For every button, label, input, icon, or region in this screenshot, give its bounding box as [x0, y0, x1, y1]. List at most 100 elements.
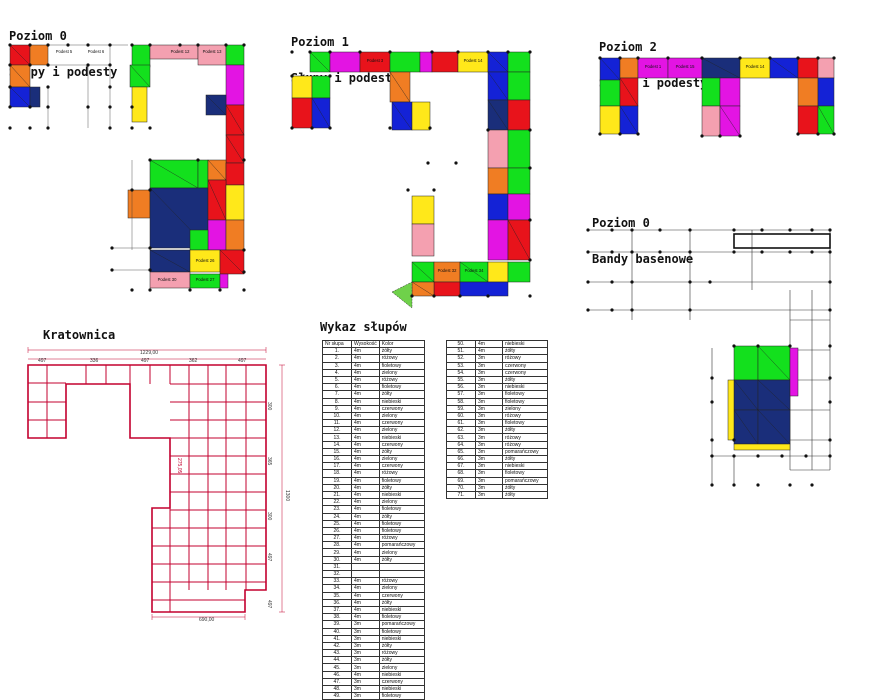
pillar-table-cell: 53.	[446, 361, 476, 370]
platform-tile	[29, 86, 41, 108]
pillar-point	[586, 308, 590, 312]
pillar-table-cell: 4m	[351, 526, 380, 536]
pillar-point	[110, 246, 114, 250]
platform-diagonal	[411, 281, 435, 297]
platform-tile	[507, 99, 531, 131]
pillar-table-cell: żółty	[378, 390, 425, 399]
pillar-point	[8, 105, 12, 109]
pillar-table-cell: 4m	[351, 375, 380, 385]
pillar-table-cell: 3m	[475, 375, 503, 385]
truss-right-dim-4: 497	[266, 553, 272, 562]
platform-diagonal	[487, 51, 509, 73]
platform-tile	[291, 75, 313, 99]
truss-top-dim-2: 336	[90, 358, 99, 364]
pillar-table-cell: 3m	[351, 656, 380, 665]
platform-tile	[817, 57, 835, 79]
platform-tile	[29, 44, 49, 66]
platform-tile	[619, 57, 639, 79]
pillar-point	[816, 132, 820, 136]
pillar-point	[406, 188, 410, 192]
platform-diagonal	[9, 64, 31, 88]
pillar-point	[688, 228, 692, 232]
platform-tile	[599, 105, 621, 135]
pillar-point	[618, 56, 622, 60]
platform-tile	[197, 159, 209, 189]
pillar-table-cell: zielony	[378, 454, 425, 464]
pillar-table-cell: fioletowy	[378, 526, 425, 536]
pillar-point	[28, 126, 32, 130]
platform-tile	[507, 193, 531, 221]
platform-label: Podest 13	[203, 49, 223, 54]
platform-tile	[389, 51, 421, 73]
pillar-point	[788, 344, 792, 348]
platform-tile	[311, 75, 331, 99]
pillar-point	[432, 188, 436, 192]
pillar-table-cell: 4m	[351, 577, 380, 586]
pillar-table-cell: 13.	[322, 433, 352, 442]
pillar-table-cell: 4m	[351, 483, 380, 492]
pillar-point	[328, 50, 332, 54]
pillar-table-cell: 3m	[351, 684, 380, 694]
platform-tile	[197, 44, 227, 66]
truss-total-width-label: 1229,00	[140, 350, 158, 356]
pillar-table-cell: 44.	[322, 656, 352, 665]
pillar-table-cell: 3m	[475, 454, 503, 464]
platform-diagonal	[309, 51, 331, 73]
truss-title: Kratownica	[43, 328, 116, 342]
pillar-table-cell: zielony	[378, 426, 425, 435]
pillar-point	[242, 270, 246, 274]
platform-tile	[797, 57, 819, 79]
platform-diagonal	[389, 71, 411, 103]
pillar-point	[218, 288, 222, 292]
truss-grid	[28, 365, 266, 612]
pillar-point	[810, 228, 814, 232]
pillar-table-cell: różowy	[378, 469, 425, 478]
pillar-table-cell: 3m	[351, 663, 380, 672]
pillar-point	[796, 56, 800, 60]
platform-tile	[127, 189, 151, 219]
pillar-table-cell: 4m	[351, 605, 380, 615]
pillar-table-cell: czerwony	[502, 361, 548, 370]
pillar-table-cell: 28.	[322, 541, 352, 550]
pillar-point	[308, 50, 312, 54]
level2-title-line1: Poziom 2	[599, 40, 657, 54]
platform-label: Podest 6	[88, 49, 105, 54]
pillar-point	[832, 132, 836, 136]
pillar-table-cell: czerwony	[378, 404, 425, 413]
pillar-point	[130, 288, 134, 292]
pillar-table-cell: 4m	[351, 447, 380, 457]
platform-label: Podest 15	[676, 64, 696, 69]
pillar-table-cell: 16.	[322, 454, 352, 464]
platform-tile	[507, 71, 531, 101]
pillar-point	[148, 158, 152, 162]
platform-tile	[225, 184, 245, 221]
pillar-point	[46, 43, 50, 47]
pillar-table-cell: różowy	[378, 375, 425, 385]
pillar-point	[610, 308, 614, 312]
pillar-table-cell: 3m	[475, 426, 503, 435]
platform-diagonal	[719, 105, 741, 137]
platform-tile	[411, 101, 431, 131]
pillar-table-cell: żółty	[378, 656, 425, 665]
platform-diagonal	[219, 249, 245, 275]
platform-diagonal	[129, 64, 151, 88]
pillar-table-cell: 56.	[446, 383, 476, 392]
pillar-table-cell: 3m	[475, 419, 503, 428]
pillar-table-cell: 3m	[475, 397, 503, 406]
pillar-point	[8, 63, 12, 67]
